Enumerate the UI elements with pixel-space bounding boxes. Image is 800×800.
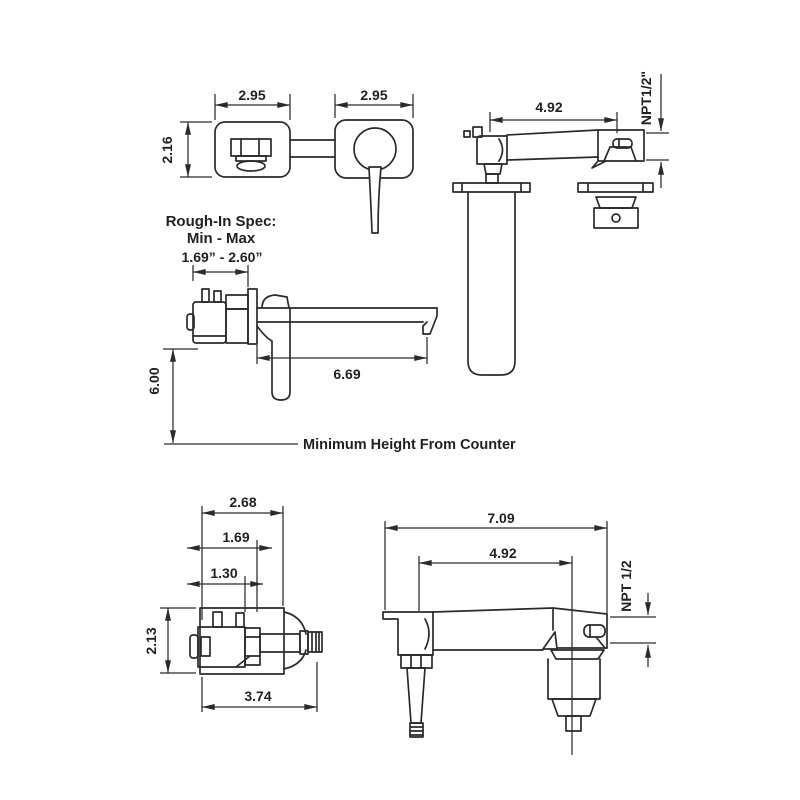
rough-in-faucet-art: [186, 288, 438, 401]
spout-assembly-bottom: [432, 607, 608, 732]
dim-plate-height-plan: 2.13: [143, 627, 159, 654]
plan-view: 2.68 1.69 1.30 2.13 3.74: [143, 494, 323, 712]
plan-dimensions: 2.68 1.69 1.30 2.13 3.74: [143, 494, 318, 712]
dim-inlet-thread-top: NPT1/2": [638, 71, 654, 125]
side-view-bottom: 7.09 4.92 NPT 1/2: [382, 510, 656, 755]
dim-total-depth-plan: 3.74: [244, 688, 271, 704]
wall-plate-edge: [247, 288, 258, 345]
dim-plate-width-plan: 2.68: [229, 494, 256, 510]
dim-handle-plate-width: 2.95: [360, 87, 387, 103]
handle-lever-front: [368, 166, 382, 234]
handle-assembly-bottom: [382, 611, 434, 738]
connector-bar: [289, 139, 336, 158]
threaded-end: [307, 631, 323, 653]
valve-spindle: [406, 667, 426, 724]
dim-total-length: 7.09: [487, 510, 514, 526]
inlet-stub: [565, 715, 582, 732]
handle-escutcheon-front: [334, 119, 414, 234]
spout-tip: [422, 307, 438, 335]
wall-plate-plan: [199, 607, 285, 675]
dim-min-height: 6.00: [146, 367, 162, 394]
supply-pipe: [467, 191, 516, 376]
dim-inlet-thread-bottom: NPT 1/2: [618, 560, 634, 612]
dim-spout-plate-width: 2.95: [238, 87, 265, 103]
dim-inner-width-plan: 1.30: [210, 565, 237, 581]
dim-spout-reach-roughin: 6.69: [333, 366, 360, 382]
side-view-top: 4.92 NPT1/2": [452, 71, 669, 376]
front-trim-dimensions: 2.95 2.95 2.16: [159, 87, 414, 178]
dim-spout-reach-top: 4.92: [535, 99, 562, 115]
handle-lever-side: [256, 308, 291, 401]
spout-escutcheon-front: [214, 121, 291, 178]
plan-valve-art: [189, 607, 323, 675]
supply-nipple: [259, 633, 301, 653]
baseline-label: Minimum Height From Counter: [303, 437, 516, 453]
drip-tip: [542, 631, 558, 650]
valve-assembly-side: [452, 126, 531, 376]
rough-in-dimensions: 6.69 6.00 Minimum Height From Counter: [146, 265, 516, 453]
valve-cartridge-body: [547, 658, 601, 700]
dim-upper-width-plan: 1.69: [222, 529, 249, 545]
rough-in-spec-subtitle: Min - Max: [187, 230, 256, 247]
dim-spout-reach-bottom: 4.92: [489, 545, 516, 561]
rough-in-view: Rough-In Spec: Min - Max 1.69” - 2.60” 6…: [146, 213, 516, 453]
rough-in-spec-title: Rough-In Spec:: [166, 213, 277, 230]
rough-in-range: 1.69” - 2.60”: [182, 249, 263, 265]
spout-arm-side: [506, 129, 654, 229]
front-trim-view: 2.95 2.95 2.16: [159, 87, 414, 234]
side-bottom-dimensions: 7.09 4.92 NPT 1/2: [384, 510, 656, 755]
dim-plate-height: 2.16: [159, 136, 175, 163]
